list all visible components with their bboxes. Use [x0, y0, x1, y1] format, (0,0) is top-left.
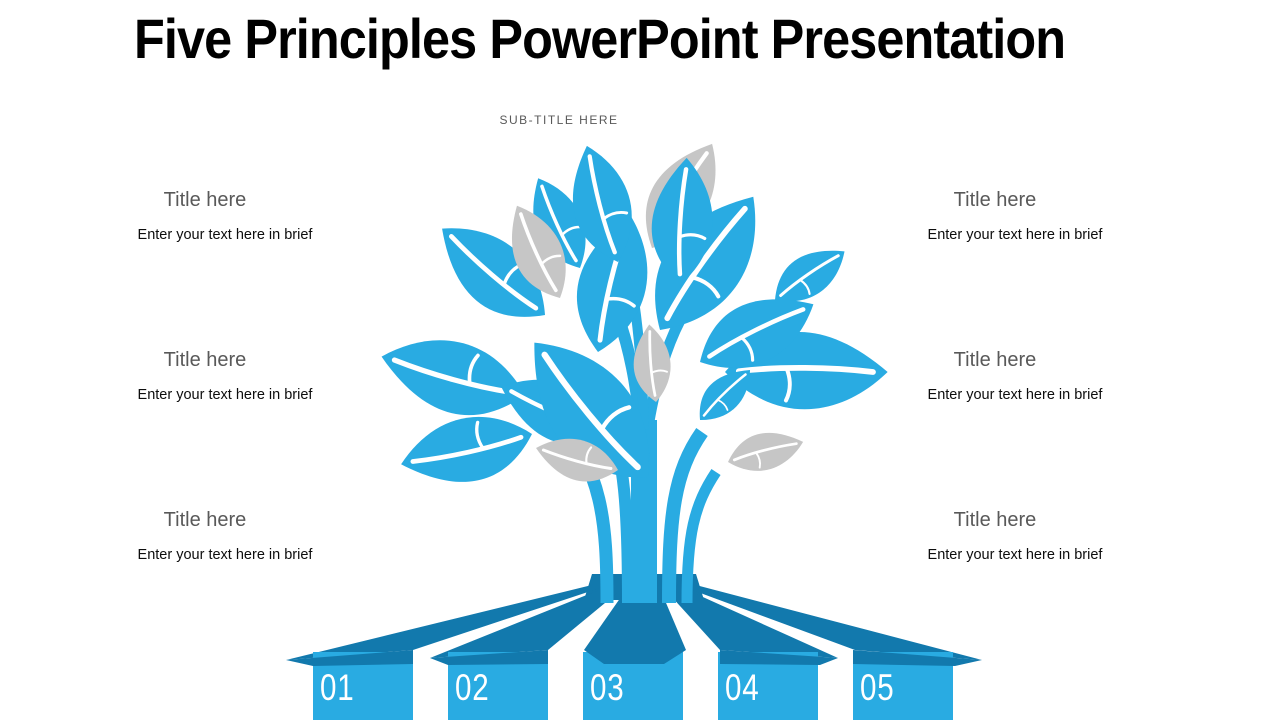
text-block-right-3: Title here Enter your text here in brief: [923, 508, 1107, 564]
slide-title: Five Principles PowerPoint Presentation: [134, 7, 1066, 70]
ribbon-fold: [286, 650, 413, 666]
ribbon-beam: [430, 584, 628, 658]
text-block-left-1: Title here Enter your text here in brief: [133, 188, 317, 244]
step-number: 01: [320, 667, 355, 708]
leaf-icon: [726, 412, 805, 491]
placeholder-body: Enter your text here in brief: [927, 227, 1103, 243]
placeholder-title: Title here: [953, 189, 1037, 211]
step-number: 05: [860, 667, 895, 708]
placeholder-body: Enter your text here in brief: [137, 227, 313, 243]
text-block-left-2: Title here Enter your text here in brief: [133, 348, 317, 404]
placeholder-title: Title here: [163, 189, 247, 211]
placeholder-title: Title here: [163, 349, 247, 371]
ribbon-folds: [286, 650, 982, 666]
ribbon-fold: [430, 650, 548, 665]
ribbon-fold: [720, 650, 838, 665]
ribbon-fold: [584, 650, 686, 664]
ribbon-beam: [660, 584, 838, 658]
step-number: 02: [455, 667, 490, 708]
leaf-icon: [698, 368, 752, 422]
text-block-right-1: Title here Enter your text here in brief: [923, 188, 1107, 244]
ribbon-beam: [584, 584, 686, 650]
ribbon-beam: [286, 584, 612, 660]
placeholder-title: Title here: [163, 509, 247, 531]
ribbon-fold: [853, 650, 982, 666]
step-number: 04: [725, 667, 760, 708]
placeholder-title: Title here: [953, 509, 1037, 531]
stem: [662, 427, 708, 604]
placeholder-body: Enter your text here in brief: [137, 547, 313, 563]
text-block-left-3: Title here Enter your text here in brief: [133, 508, 317, 564]
stem: [681, 468, 721, 604]
ribbon-beam: [676, 584, 982, 660]
placeholder-body: Enter your text here in brief: [927, 547, 1103, 563]
step-number: 03: [590, 667, 625, 708]
placeholder-body: Enter your text here in brief: [927, 387, 1103, 403]
placeholder-title: Title here: [953, 349, 1037, 371]
slide-subtitle: SUB-TITLE HERE: [499, 113, 619, 127]
placeholder-body: Enter your text here in brief: [137, 387, 313, 403]
text-block-right-2: Title here Enter your text here in brief: [923, 348, 1107, 404]
